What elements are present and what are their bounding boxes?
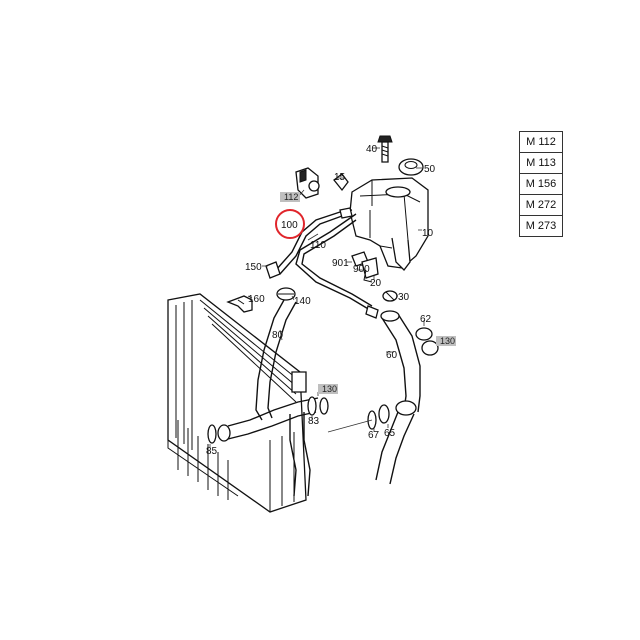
- overflow-hose: [295, 213, 379, 319]
- hose-bracket: [295, 167, 320, 199]
- tag-112: [280, 192, 300, 202]
- expansion-tank: [349, 177, 429, 271]
- seal-ring: [226, 295, 253, 313]
- highlight-circle: [275, 209, 305, 239]
- seal-85: [207, 424, 217, 444]
- engine-code-row: M 112: [520, 131, 562, 152]
- hose-clamp-top: [382, 290, 398, 302]
- bolt: [377, 135, 393, 163]
- engine-code-row: M 156: [520, 173, 562, 194]
- callout-20: 20: [370, 278, 382, 289]
- callout-110: 110: [310, 240, 326, 251]
- callout-40: 40: [366, 144, 378, 155]
- tag-130-right: [436, 336, 456, 346]
- radiator: [167, 293, 307, 513]
- level-sensor: [351, 251, 379, 283]
- vent-hose: [265, 207, 353, 279]
- callout-30: 30: [398, 292, 410, 303]
- callout-60: 60: [386, 350, 398, 361]
- callout-100: 100: [281, 220, 298, 231]
- hose-clamps-62: [415, 327, 439, 356]
- o-rings-65-67: [367, 404, 390, 430]
- callout-160: 160: [248, 294, 265, 305]
- callout-50: 50: [424, 164, 436, 175]
- callout-900: 900: [353, 264, 370, 275]
- engine-code-row: M 273: [520, 215, 562, 237]
- upper-radiator-hose: [217, 299, 319, 497]
- callout-140: 140: [294, 296, 311, 307]
- tag-112-text: 112: [284, 192, 298, 202]
- callout-83: 83: [308, 416, 320, 427]
- tag-130-right-text: 130: [440, 336, 455, 346]
- callout-67: 67: [368, 430, 380, 441]
- callout-150: 150: [245, 262, 262, 273]
- callout-80: 80: [272, 330, 284, 341]
- tag-130-left: [318, 384, 338, 394]
- callout-62: 62: [420, 314, 432, 325]
- callout-901: 901: [332, 258, 349, 269]
- engine-code-row: M 113: [520, 152, 562, 173]
- callout-65: 65: [384, 428, 396, 439]
- lower-radiator-hose: [375, 310, 421, 485]
- callout-15: 15: [334, 172, 346, 183]
- filler-cap: [398, 158, 424, 176]
- hose-clamp-140: [276, 287, 296, 301]
- tag-130-left-text: 130: [322, 384, 337, 394]
- engine-code-row: M 272: [520, 194, 562, 215]
- o-rings-83: [307, 396, 329, 416]
- callout-85: 85: [206, 446, 218, 457]
- leader-lines: [209, 147, 440, 448]
- callout-10: 10: [422, 228, 434, 239]
